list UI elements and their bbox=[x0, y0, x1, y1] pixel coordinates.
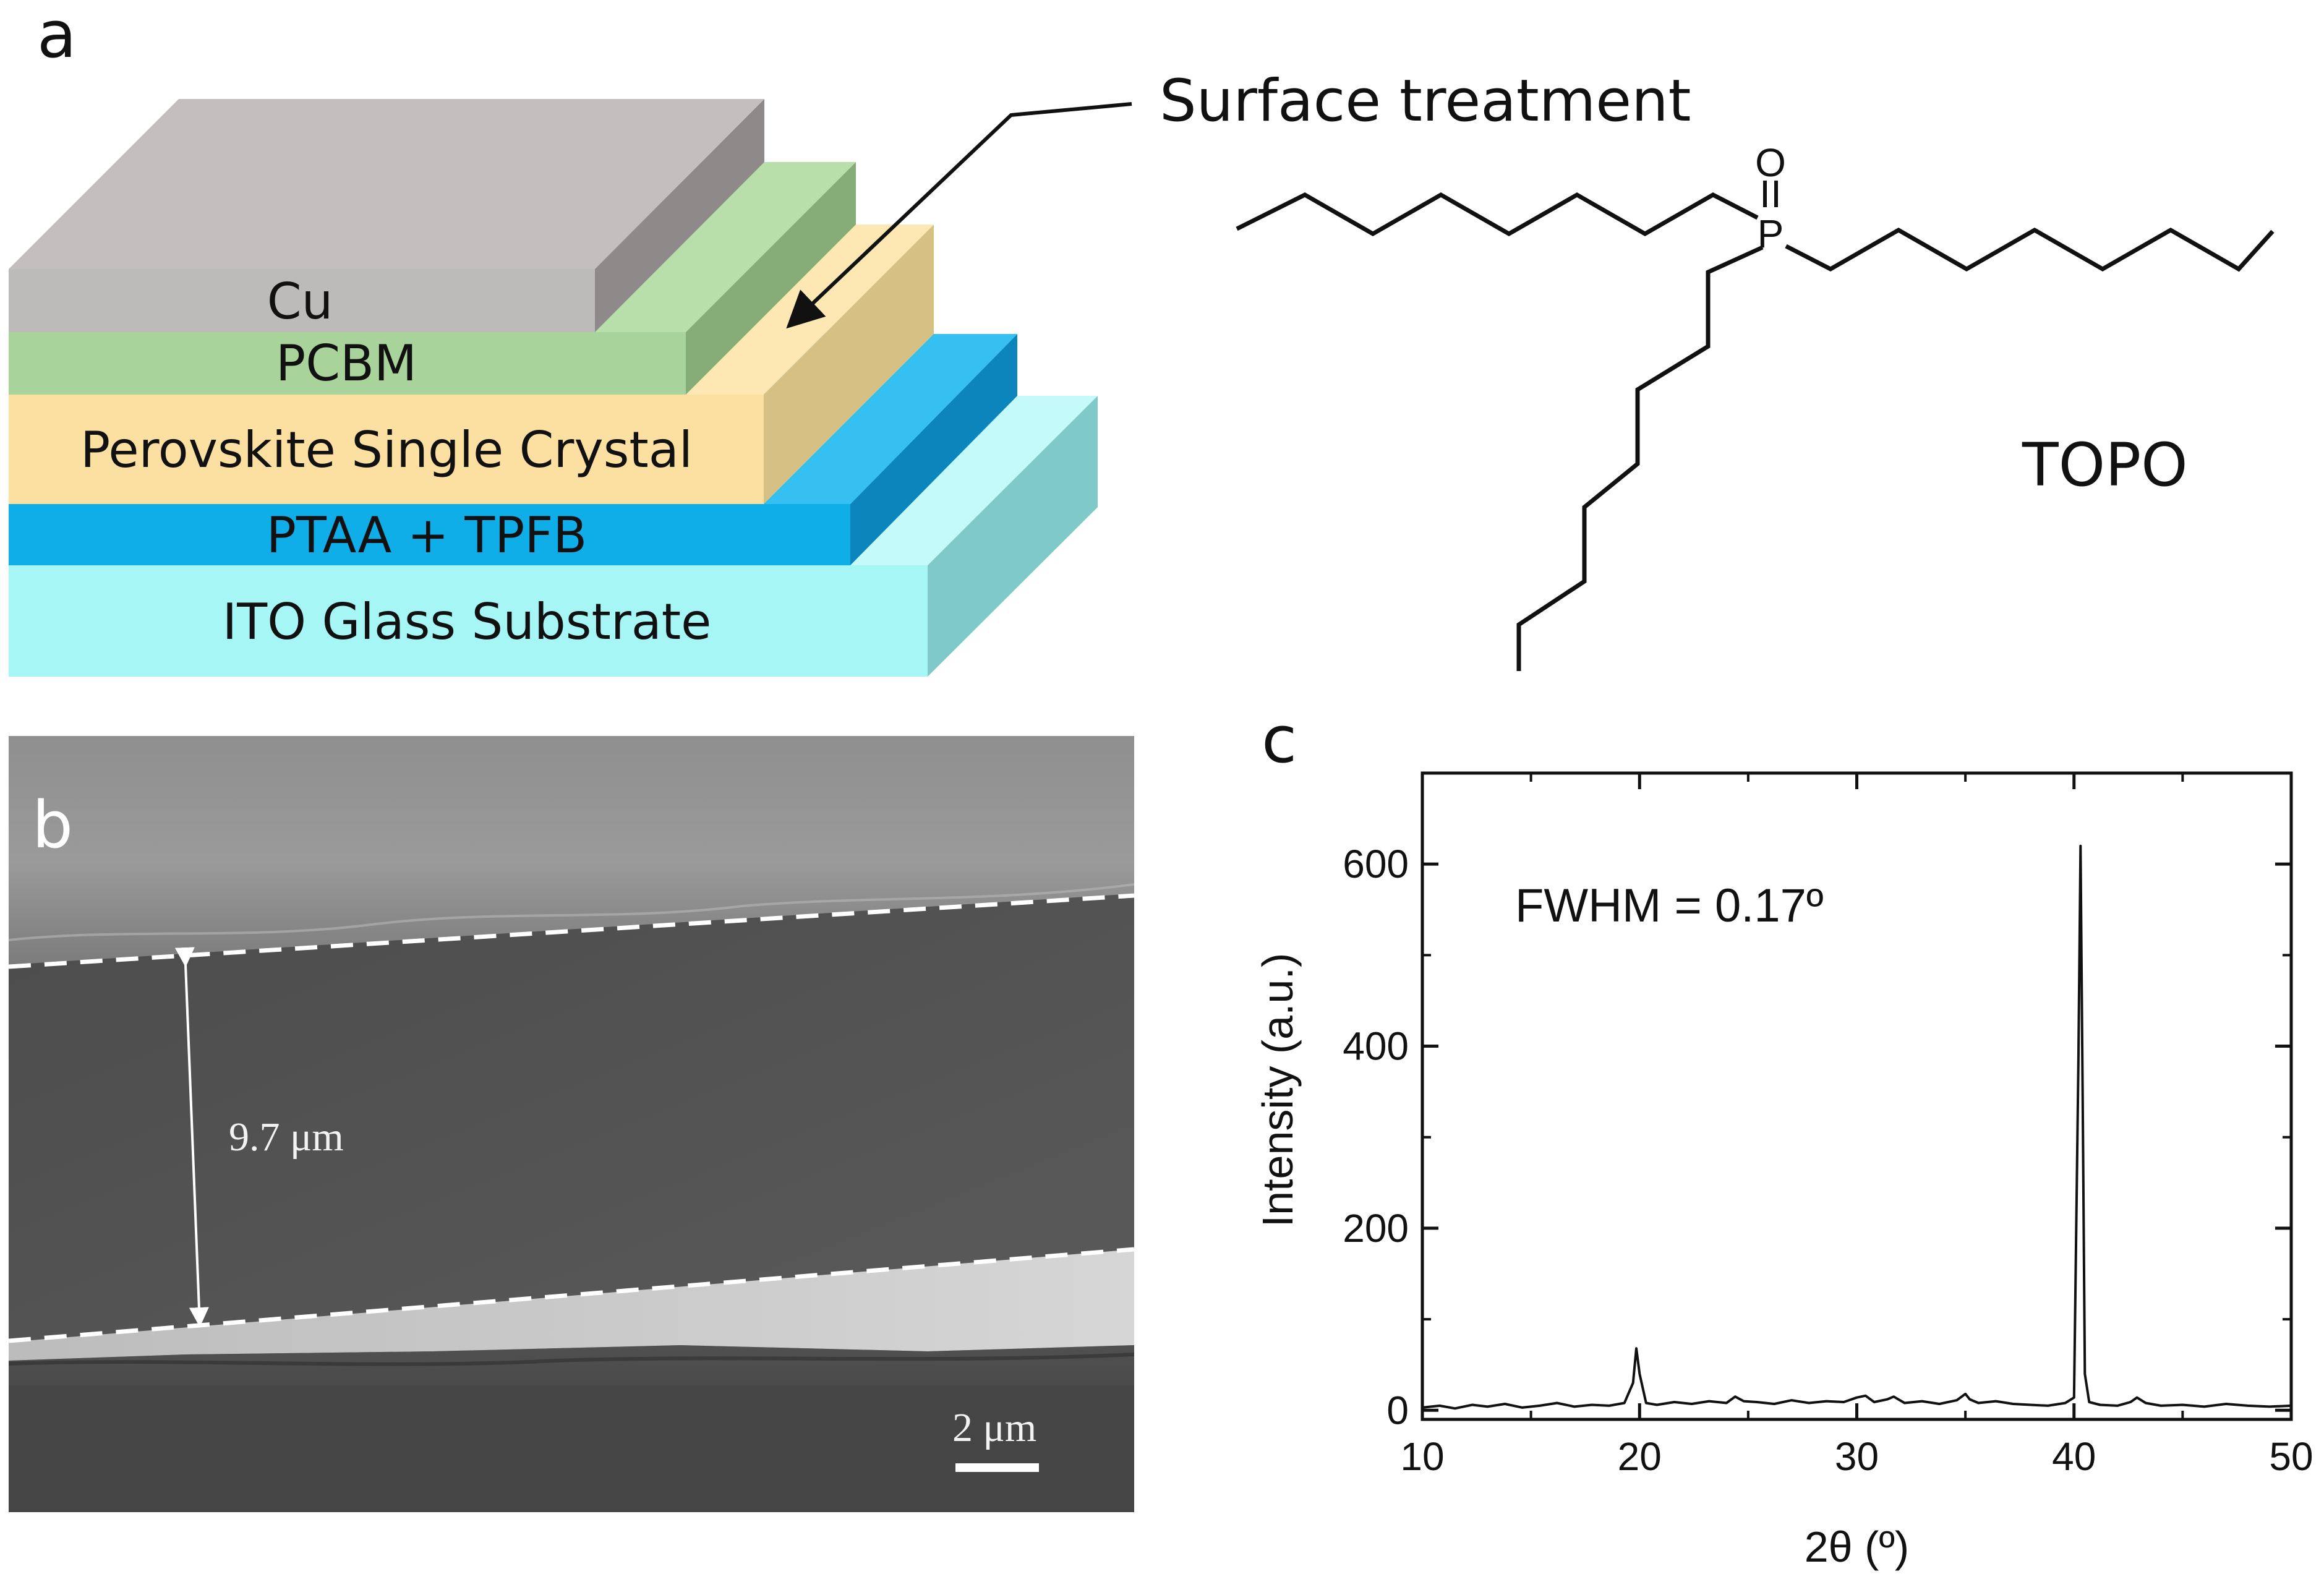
y-tick-label: 200 bbox=[1343, 1206, 1409, 1251]
layer-label-perovskite: Perovskite Single Crystal bbox=[80, 421, 693, 479]
layer-label-ptaa: PTAA + TPFB bbox=[267, 507, 587, 564]
surface-treatment-label: Surface treatment bbox=[1160, 67, 1691, 135]
x-tick-label: 50 bbox=[2269, 1434, 2313, 1479]
panel-c-letter: c bbox=[1262, 702, 1297, 777]
x-axis-title: 2θ (º) bbox=[1805, 1523, 1910, 1571]
layer-label-pcbm: PCBM bbox=[276, 335, 417, 392]
scale-bar bbox=[955, 1463, 1039, 1472]
fwhm-annotation: FWHM = 0.17º bbox=[1515, 879, 1824, 932]
topo-atom-p: P bbox=[1758, 212, 1784, 256]
x-tick-label: 10 bbox=[1400, 1434, 1444, 1479]
thickness-label: 9.7 μm bbox=[229, 1114, 344, 1160]
scale-bar-label: 2 μm bbox=[952, 1405, 1036, 1450]
y-axis-title: Intensity (a.u.) bbox=[1254, 953, 1302, 1228]
topo-molecule: O P TOPO bbox=[1236, 140, 2275, 671]
panel-b-sem-image: 9.7 μm 2 μm b bbox=[9, 736, 1134, 1512]
y-tick-label: 400 bbox=[1343, 1024, 1409, 1069]
thickness-arrow bbox=[174, 947, 209, 1327]
topo-chain-left bbox=[1236, 192, 1759, 237]
x-tick-label: 20 bbox=[1618, 1434, 1662, 1479]
xrd-chart: 10 20 30 40 50 0 200 400 600 2θ (º) Intensity (a.u… bbox=[1254, 771, 2313, 1571]
topo-label: TOPO bbox=[2022, 430, 2188, 500]
layer-label-cu: Cu bbox=[267, 273, 333, 330]
surface-treatment-arrow bbox=[786, 102, 1132, 329]
xrd-series-line bbox=[1422, 844, 2292, 1410]
panel-b-letter: b bbox=[32, 787, 73, 863]
panel-a: a Cu PCBM bbox=[9, 0, 1691, 677]
y-tick-label: 600 bbox=[1343, 842, 1409, 886]
topo-chain-bottom bbox=[1516, 245, 1764, 671]
topo-atom-o: O bbox=[1755, 140, 1786, 185]
layer-cu bbox=[9, 99, 764, 332]
panel-c-chart: c 10 20 30 40 50 0 200 400 600 2θ (º) Intensity (a… bbox=[1254, 702, 2313, 1571]
panel-a-letter: a bbox=[37, 0, 77, 72]
x-tick-label: 40 bbox=[2052, 1434, 2096, 1479]
plot-frame bbox=[1420, 771, 2293, 1421]
layer-label-ito: ITO Glass Substrate bbox=[223, 593, 712, 651]
y-tick-label: 0 bbox=[1386, 1388, 1409, 1432]
topo-chain-right bbox=[1785, 227, 2275, 272]
x-tick-label: 30 bbox=[1835, 1434, 1879, 1479]
